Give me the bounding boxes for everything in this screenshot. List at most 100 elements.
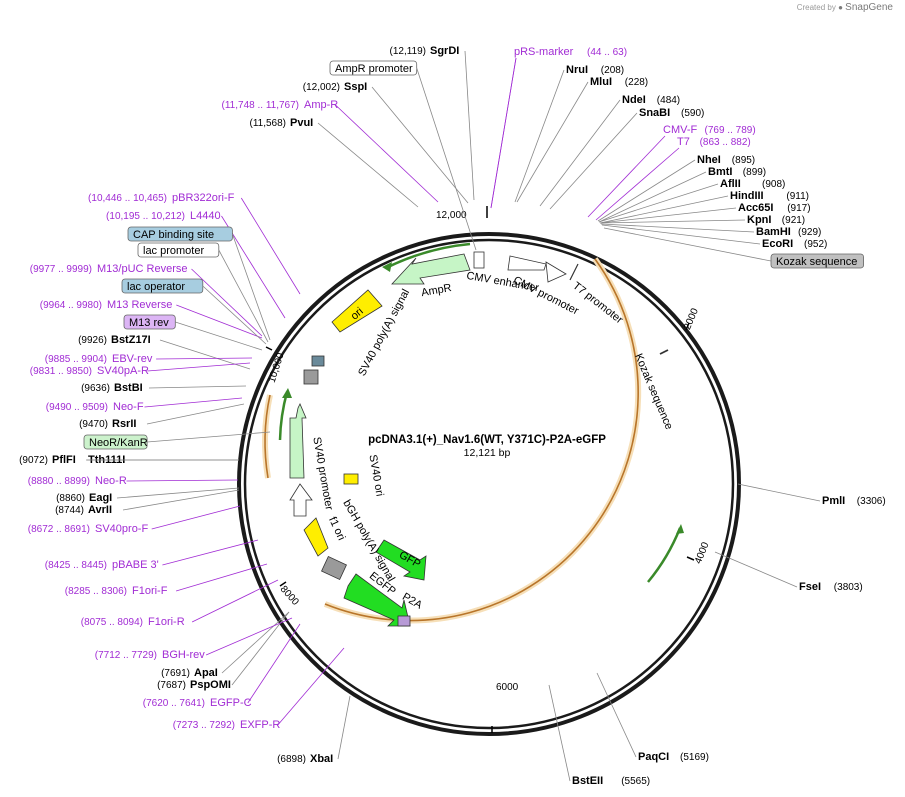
enzyme-BamHI: BamHI [756,226,791,238]
enzyme-pos-AvrII: (8744) [55,505,84,516]
enzyme-AflII: AflII [720,178,741,190]
enzyme-ApaI: ApaI [194,667,218,679]
feature-gfp-arrow[interactable] [375,539,427,581]
leader-BmtI [598,171,707,223]
boxed-label-lac-operator: lac operator [127,281,185,293]
enzyme-PvuI: PvuI [290,117,313,129]
plasmid-name: pcDNA3.1(+)_Nav1.6(WT, Y371C)-P2A-eGFP [368,434,606,446]
tick-12000: 12,000 [436,210,467,221]
leader-PvuI [317,122,419,208]
primer-leader-16 [205,617,293,656]
enzyme-EagI: EagI [89,492,112,504]
feature-cmv-enhancer-arrow[interactable] [507,255,567,283]
enzyme-pos-RsrII: (9470) [79,419,108,430]
primer-leader-2 [595,147,680,221]
leader-KpnI [599,219,746,224]
leader-Acc65I [599,207,737,224]
enzyme-pos-SnaBI: (590) [681,108,704,119]
enzyme-pos-FseI: (3803) [834,582,863,593]
primer-pos-9: (9831 .. 9850) [30,366,92,377]
enzyme-AvrII: AvrII [88,504,112,516]
enzyme-pos-XbaI: (6898) [277,754,306,765]
feature-bgh-polya-box[interactable] [321,555,347,581]
boxed-label-Kozak-sequence: Kozak sequence [776,256,857,268]
enzyme-FseI: FseI [799,581,821,593]
feature-label-bgh-polya: bGH poly(A) signal [340,498,397,584]
enzyme-pos-NdeI: (484) [657,95,680,106]
leader-PspOMI [231,611,290,686]
enzyme-pos-HindIII: (911) [786,191,809,202]
feature-ampr-arrow[interactable] [391,253,471,285]
feature-p2a-box[interactable] [397,615,411,627]
primer-SV40pro-F: SV40pro-F [95,523,148,535]
boxed-leader-3 [218,249,269,343]
primer-leader-10 [144,397,243,408]
plasmid-length: 12,121 bp [464,447,511,459]
feature-kozak-mark[interactable] [659,349,669,355]
orf-arc-nav16[interactable] [323,257,642,624]
enzyme-pos-PvuI: (11,568) [249,118,286,129]
orf-arc-neo[interactable] [262,394,273,479]
boxed-label-CAP-binding-site: CAP binding site [133,229,214,241]
primer-pos-13: (8425 .. 8445) [45,560,107,571]
enzyme-pos-PspOMI: (7687) [157,680,186,691]
enzyme-pos-Acc65I: (917) [787,203,810,214]
arrowhead-ampr [382,262,392,272]
enzyme-pos-EagI: (8860) [56,493,85,504]
boxed-leader-6 [147,431,271,443]
feature-t7-promoter-mark[interactable] [569,263,579,281]
boxed-leader-0 [416,67,477,251]
primer-EBV-rev: EBV-rev [112,353,153,365]
enzyme-pos-BstZ17I: (9926) [78,335,107,346]
feature-sv40-polya-box[interactable] [311,355,325,367]
primer-pos-2: (863 .. 882) [700,137,751,148]
enzyme-pos-BmtI: (899) [743,167,766,178]
primer-pBABE-3-: pBABE 3' [112,559,159,571]
enzyme-pos-NheI: (895) [732,155,755,166]
primer-L4440: L4440 [190,210,221,222]
leader-EagI [116,487,240,499]
feature-neo-arrow[interactable] [289,403,307,479]
boxed-leader-4 [202,285,267,345]
feature-label-sv40-promoter: SV40 promoter [310,436,335,511]
snapgene-name: SnapGene [845,2,893,13]
enzyme-Acc65I: Acc65I [738,202,773,214]
enzyme-BstEII: BstEII [572,775,603,787]
feature-sv40-ori-box[interactable] [343,473,359,485]
orf-arc-left[interactable] [278,391,289,441]
leader-BstEII [548,684,571,782]
primer-pos-8: (9885 .. 9904) [45,354,107,365]
orf-arc-ampr[interactable] [385,242,471,270]
feature-ampr-promoter-box[interactable] [473,251,485,269]
primer-leader-7 [176,304,263,339]
feature-sv40-promoter-arrow[interactable] [289,483,313,517]
boxed-label-lac-promoter: lac promoter [143,245,204,257]
feature-f1-ori-arrow[interactable] [303,517,329,557]
created-by-text: Created by [796,3,836,12]
enzyme-pos-MluI: (228) [625,77,648,88]
enzyme-pos-BamHI: (929) [798,227,821,238]
primer-pos-3: (11,748 .. 11,767) [222,100,299,111]
enzyme-PmlI: PmlI [822,495,845,507]
enzyme-pos-EcoRI: (952) [804,239,827,250]
leader-HindIII [599,195,729,224]
feature-gray-box-1[interactable] [303,369,319,385]
primer-leader-4 [240,197,301,295]
leader-PaqCI [596,672,637,758]
enzyme-SspI: SspI [344,81,367,93]
feature-ori-arrow[interactable] [331,289,383,333]
primer-leader-11 [126,479,239,482]
orf-arc-right[interactable] [647,527,682,583]
leader-AflII [598,183,719,223]
enzyme-pos-PaqCI: (5169) [680,752,709,763]
primer-SV40pA-R: SV40pA-R [97,365,149,377]
leader-NruI [514,69,565,203]
boxed-label-NeoR-KanR: NeoR/KanR [89,437,148,449]
tick-6000: 6000 [496,682,519,693]
primer-leader-13 [162,539,259,566]
primer-F1ori-R: F1ori-R [148,616,185,628]
primer-pos-15: (8075 .. 8094) [81,617,143,628]
primer-leader-14 [175,563,268,592]
leader-EcoRI [601,224,761,245]
